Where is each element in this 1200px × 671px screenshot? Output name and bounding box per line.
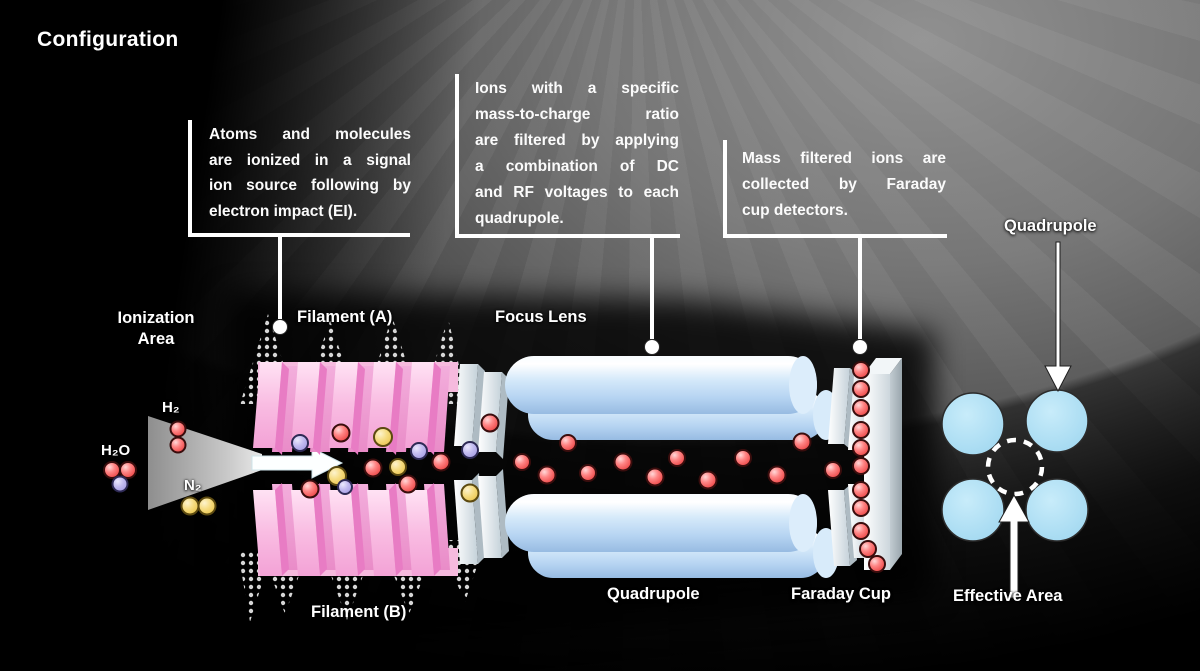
label-quadrupole-rods: Quadrupole [607,585,700,603]
collected-ions [852,361,886,573]
quadrupole-rods [505,356,839,578]
callout-line: Ions with a specific [475,80,679,97]
label-filament-b: Filament (B) [311,603,407,621]
callout-line: ion source following by [209,177,411,194]
callout-line: cup detectors. [742,202,848,219]
callout-line: Mass filtered ions are [742,150,946,167]
faraday-cup-art [828,358,902,570]
ionization-grid-bottom [253,483,458,576]
label-focus-lens: Focus Lens [495,308,587,326]
label-filament-a: Filament (A) [297,308,393,326]
callout-brackets [188,74,947,339]
callout-line: are filtered by applying [475,132,679,149]
label-arrows [998,241,1072,599]
ionization-grid-top [253,362,458,455]
callout-faraday: Mass filtered ions are collected by Fara… [742,146,946,224]
callout-line: quadrupole. [475,210,564,227]
quadrupole-cross-section [941,389,1089,542]
label-ionization-area: Ionization Area [117,309,195,348]
callout-line: mass-to-charge ratio [475,106,679,123]
beam-arrow [251,447,344,479]
beam-ions [513,432,842,490]
label-molecule-h2o: H₂O [101,442,131,459]
effective-area-circle [985,437,1045,497]
label-effective-area: Effective Area [953,587,1063,605]
callout-line: and RF voltages to each [475,184,679,201]
label-quadrupole-cross-section: Quadrupole [1004,217,1097,235]
callout-line: electron impact (EI). [209,202,358,220]
label-faraday-cup: Faraday Cup [791,585,891,603]
label-molecule-n2: N₂ [184,477,202,494]
callout-line: Atoms and molecules [209,126,411,143]
callout-mass-filter: Ions with a specific mass-to-charge rati… [475,76,679,232]
callout-ionization: Atoms and molecules are ionized in a sig… [209,122,411,224]
ionization-ions [291,413,500,503]
callout-line: a combination of DC [475,158,679,175]
page-title: Configuration [37,28,179,51]
callout-line: are ionized in a signal [209,151,411,169]
label-molecule-h2: H₂ [162,399,180,416]
callout-line: collected by Faraday [742,176,946,193]
callout-leader-dots [272,319,868,355]
molecule-art [103,420,217,516]
